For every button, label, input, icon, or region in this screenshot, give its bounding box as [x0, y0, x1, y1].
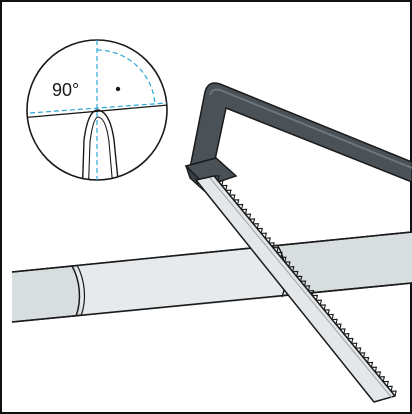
saw-frame-highlight — [209, 88, 412, 169]
angle-detail: 90° — [26, 39, 168, 181]
detail-angle-dot — [115, 86, 121, 92]
detail-angle-arc — [96, 49, 156, 106]
blade-center-line — [209, 177, 393, 399]
pipe-ring-mark — [71, 265, 81, 317]
saw-blade-teeth — [213, 175, 397, 397]
pipe — [11, 231, 412, 323]
pipe-segment — [76, 246, 286, 316]
detail-horizontal-guide — [29, 101, 167, 114]
pipe-ring-mark-inner — [76, 264, 86, 317]
detail-blade-section — [81, 109, 121, 180]
pipe-top-edge-redraw — [11, 231, 412, 273]
angle-label: 90° — [52, 80, 79, 100]
hacksaw — [184, 82, 412, 403]
saw-frame — [189, 82, 412, 183]
pipe-bottom-edge-redraw — [11, 282, 412, 323]
detail-blade-section-inner — [87, 116, 115, 180]
